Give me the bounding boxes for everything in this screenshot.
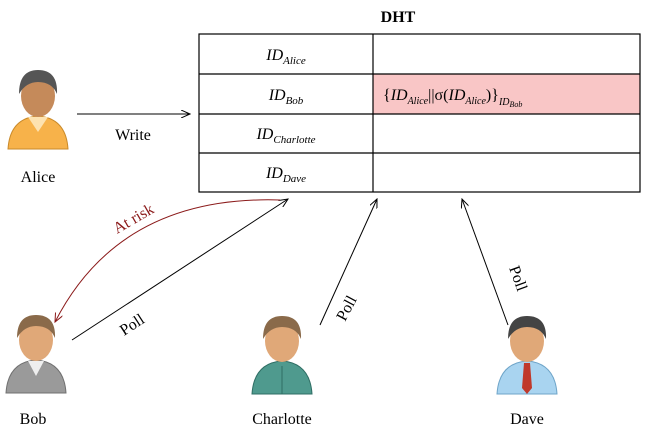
actor-dave: Dave — [496, 316, 558, 428]
at-risk-label: At risk — [111, 201, 158, 238]
key-cell-alice: IDAlice — [265, 47, 306, 67]
bob-name: Bob — [20, 411, 47, 428]
actor-alice: Alice — [7, 70, 69, 186]
bob-poll-arrow — [71, 199, 288, 341]
highlight-cell — [373, 74, 640, 114]
write-label: Write — [115, 127, 151, 144]
value-cell-bob: {IDAlice||σ(IDAlice)}IDBob — [383, 87, 522, 109]
dave-poll-label: Poll — [505, 264, 530, 295]
actor-bob: Bob — [5, 315, 67, 428]
key-cell-bob: IDBob — [268, 87, 304, 107]
bob-poll-label: Poll — [117, 311, 148, 340]
at-risk-arrow — [55, 199, 281, 322]
charlotte-poll-arrow — [319, 199, 377, 326]
alice-name: Alice — [21, 169, 56, 186]
dht-title: DHT — [381, 9, 416, 26]
key-cell-dave: IDDave — [265, 165, 306, 185]
actor-charlotte: Charlotte — [251, 316, 313, 428]
dave-name: Dave — [510, 411, 544, 428]
dave-poll-arrow — [462, 199, 509, 326]
charlotte-poll-label: Poll — [334, 293, 361, 324]
charlotte-name: Charlotte — [252, 411, 312, 428]
key-cell-charlotte: IDCharlotte — [255, 126, 315, 146]
dht-table: IDAlice IDBob IDCharlotte IDDave {IDAlic… — [198, 33, 641, 193]
